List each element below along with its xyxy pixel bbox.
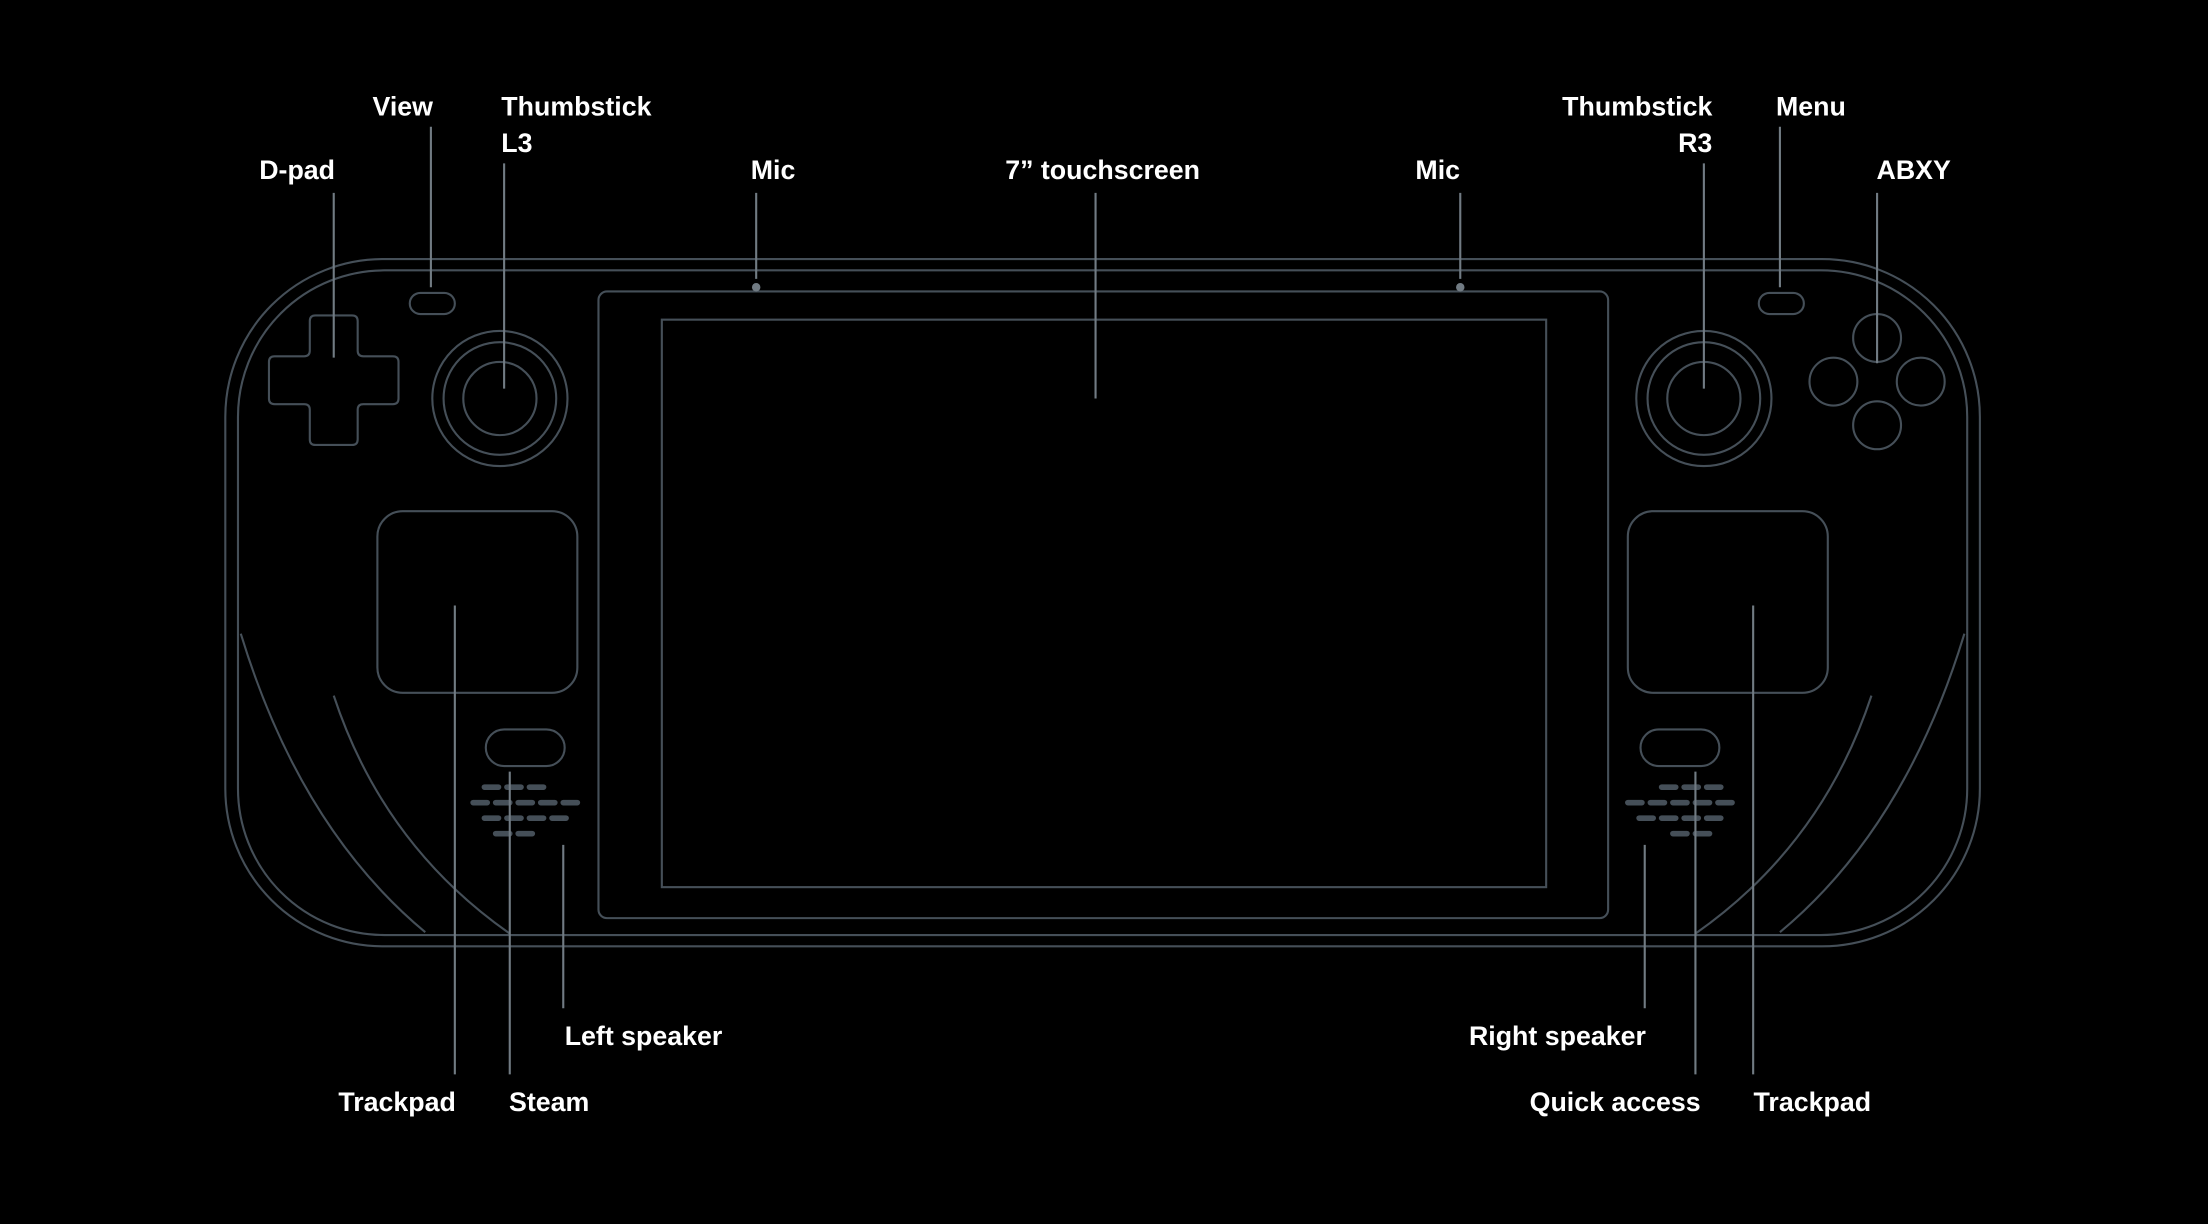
mic-dot-left bbox=[751, 283, 761, 292]
label-thumbstick-r3-line1: Thumbstick bbox=[1562, 92, 1713, 123]
label-trackpad-left: Trackpad bbox=[338, 1088, 456, 1119]
label-steam: Steam bbox=[509, 1088, 590, 1119]
screen-bezel bbox=[597, 290, 1610, 920]
view-button bbox=[408, 291, 456, 316]
label-thumbstick-l3: Thumbstick L3 bbox=[501, 90, 651, 163]
speaker-grille-left bbox=[470, 784, 581, 837]
device-outline-outer bbox=[224, 258, 1981, 948]
label-menu: Menu bbox=[1775, 92, 1846, 123]
grip-contour-left-outer bbox=[239, 633, 426, 934]
abxy-button-x bbox=[1808, 356, 1859, 407]
device-outline-inner bbox=[236, 269, 1969, 937]
menu-button bbox=[1757, 291, 1805, 316]
device-body bbox=[224, 258, 1981, 948]
steam-button bbox=[484, 728, 566, 768]
label-view: View bbox=[372, 92, 433, 123]
screen-area bbox=[597, 290, 1610, 920]
left-thumbstick-l3 bbox=[431, 329, 569, 468]
grip-contour-left-inner bbox=[332, 695, 511, 935]
speaker-grilles bbox=[470, 784, 1735, 837]
abxy-button-b bbox=[1895, 356, 1946, 407]
label-thumbstick-l3-line2: L3 bbox=[501, 129, 533, 160]
label-mic-right: Mic bbox=[1415, 156, 1461, 186]
label-thumbstick-r3: Thumbstick R3 bbox=[1562, 90, 1712, 163]
l3-ring-outer bbox=[431, 329, 569, 468]
l3-ring-mid bbox=[442, 341, 558, 456]
mic-dot-right bbox=[1456, 283, 1465, 292]
label-right-speaker: Right speaker bbox=[1468, 1022, 1646, 1052]
leader-lines bbox=[332, 126, 1879, 1075]
grip-contour-right-outer bbox=[1779, 633, 1966, 934]
label-quick-access: Quick access bbox=[1529, 1088, 1701, 1119]
label-dpad: D-pad bbox=[259, 156, 336, 186]
label-abxy: ABXY bbox=[1876, 156, 1951, 186]
label-trackpad-right: Trackpad bbox=[1753, 1088, 1872, 1119]
system-buttons bbox=[408, 291, 1805, 768]
label-thumbstick-r3-line2: R3 bbox=[1678, 129, 1713, 160]
quick-access-button bbox=[1639, 728, 1721, 768]
dpad bbox=[267, 314, 400, 447]
l3-stick-cap bbox=[462, 360, 538, 437]
speaker-grille-right bbox=[1625, 784, 1735, 837]
abxy-button-a bbox=[1852, 400, 1903, 451]
label-touchscreen: 7” touchscreen bbox=[1005, 156, 1200, 186]
label-left-speaker: Left speaker bbox=[564, 1022, 723, 1052]
label-thumbstick-l3-line1: Thumbstick bbox=[501, 92, 652, 123]
dpad-shape bbox=[267, 314, 400, 447]
touchscreen bbox=[660, 318, 1548, 889]
trackpad-left-shape bbox=[376, 510, 579, 694]
grip-contour-right-inner bbox=[1694, 695, 1873, 935]
trackpad-right-shape bbox=[1626, 510, 1829, 694]
trackpads bbox=[376, 510, 1829, 694]
label-mic-left: Mic bbox=[750, 156, 796, 186]
microphones bbox=[751, 283, 1465, 292]
